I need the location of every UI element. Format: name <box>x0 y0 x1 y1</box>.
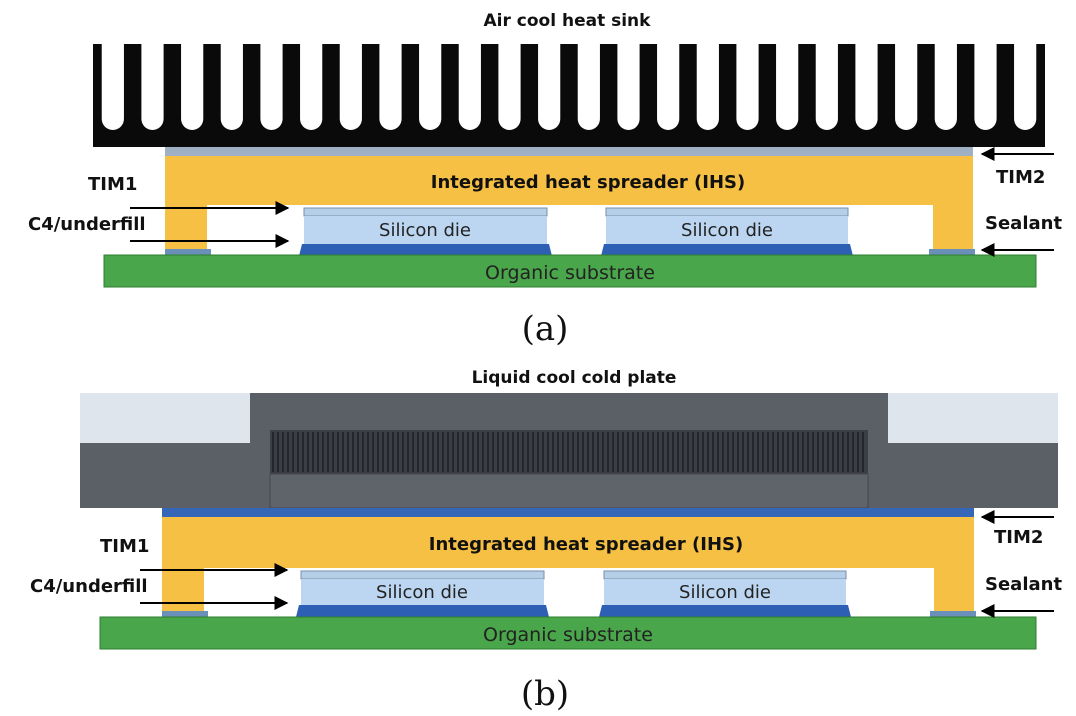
heat-sink-fin-gap <box>101 44 124 130</box>
heat-sink-fin-gap <box>458 44 481 131</box>
organic-substrate-b <box>99 616 1037 650</box>
tim2-label: TIM2 <box>996 167 1045 188</box>
silicon-die-left-b <box>301 579 544 605</box>
c4-underfill-label-b: C4/underfill <box>30 576 148 597</box>
air-heat-sink <box>93 44 1045 147</box>
heat-sink-fin-gap <box>776 44 799 130</box>
tim1-strip-left <box>303 207 548 217</box>
die-right-label: Silicon die <box>681 220 773 241</box>
c4-underfill-label: C4/underfill <box>28 214 146 235</box>
silicon-die-left <box>304 216 547 244</box>
heat-sink-fin-gap <box>1014 44 1037 130</box>
sealant-label: Sealant <box>985 213 1062 234</box>
sealant-right <box>929 249 975 255</box>
tim1-strip-left-b <box>300 570 545 580</box>
heat-sink-fin-gap <box>657 44 680 130</box>
tim2-label-b: TIM2 <box>994 527 1043 548</box>
silicon-die-right <box>606 216 848 244</box>
heat-sink-fin-gap <box>538 44 561 130</box>
heat-sink-fin-gap <box>736 44 759 131</box>
c4-underfill-right-b <box>599 605 851 617</box>
caption-a: (a) <box>522 309 569 349</box>
substrate-label-b: Organic substrate <box>483 624 653 646</box>
caption-b: (b) <box>521 674 569 714</box>
tim1-strip-right <box>605 207 849 217</box>
heat-sink-body <box>93 44 1045 147</box>
die-right-label-b: Silicon die <box>679 582 771 603</box>
sealant-left-b <box>162 611 208 617</box>
organic-substrate <box>103 254 1037 288</box>
die-left-label: Silicon die <box>379 220 471 241</box>
ihs-label: Integrated heat spreader (IHS) <box>431 172 745 193</box>
heat-sink-fin-gap <box>141 44 164 131</box>
silicon-die-right-b <box>604 579 846 605</box>
heat-sink-fin-gap <box>974 44 997 131</box>
heat-sink-fin-gap <box>855 44 878 131</box>
panel-b-title: Liquid cool cold plate <box>472 368 677 388</box>
heat-sink-fin-gap <box>934 44 957 130</box>
tim2-layer-b <box>162 508 974 517</box>
heat-sink-fin-gap <box>895 44 918 130</box>
sealant-left <box>165 249 211 255</box>
sealant-label-b: Sealant <box>985 574 1062 595</box>
c4-underfill-left-b <box>296 605 549 617</box>
tim1-strip-right-b <box>603 570 847 580</box>
heat-sink-fin-gap <box>815 44 838 130</box>
c4-underfill-right <box>601 244 853 256</box>
heat-sink-fin-gap <box>379 44 402 130</box>
liquid-cold-plate <box>80 393 1058 509</box>
panel-a: Air cool heat sink Integrated heat sprea… <box>28 11 1062 349</box>
die-left-label-b: Silicon die <box>376 582 468 603</box>
heat-sink-fin-gap <box>181 44 204 130</box>
ihs-label-b: Integrated heat spreader (IHS) <box>429 534 743 555</box>
integrated-heat-spreader-b <box>162 517 974 612</box>
heat-sink-fin-gap <box>419 44 442 131</box>
heat-sink-fin-gap <box>220 44 243 130</box>
microchannel-fins <box>272 432 864 472</box>
tim2-layer <box>165 147 973 156</box>
panel-a-title: Air cool heat sink <box>484 11 652 31</box>
heat-sink-fin-gap <box>339 44 362 131</box>
cold-plate-manifold <box>269 473 869 509</box>
heat-sink-fin-gap <box>300 44 323 131</box>
heat-sink-fin-gap <box>617 44 640 131</box>
substrate-label: Organic substrate <box>485 262 655 284</box>
tim1-label-b: TIM1 <box>100 536 149 557</box>
c4-underfill-left <box>299 244 552 256</box>
tim1-label: TIM1 <box>88 174 137 195</box>
heat-sink-fin-gap <box>260 44 283 130</box>
panel-b: Liquid cool cold plate Integrated heat s… <box>30 368 1062 714</box>
sealant-right-b <box>930 611 976 617</box>
heat-sink-fin-gap <box>577 44 600 130</box>
heat-sink-fin-gap <box>696 44 719 130</box>
heat-sink-fin-gap <box>498 44 521 131</box>
integrated-heat-spreader <box>165 156 973 250</box>
